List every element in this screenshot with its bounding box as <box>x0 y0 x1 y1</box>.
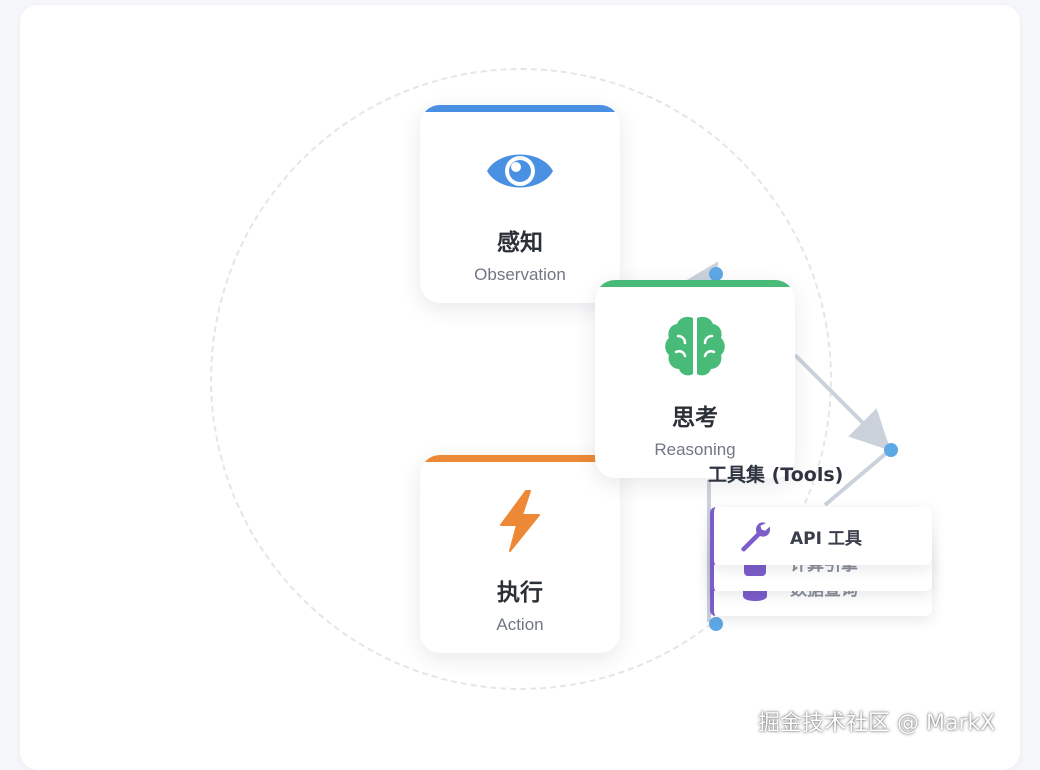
reasoning-card[interactable]: 思考 Reasoning <box>595 280 795 478</box>
cycle-ring <box>210 68 832 690</box>
card-accent-bar <box>595 280 795 287</box>
tool-item-api[interactable]: API 工具 <box>710 507 932 565</box>
brain-icon <box>595 310 795 382</box>
lightning-icon <box>420 485 620 557</box>
connector-reasoning-to-tools <box>793 353 891 451</box>
connector-node <box>709 267 723 281</box>
action-card[interactable]: 执行 Action <box>420 455 620 653</box>
tool-label: API 工具 <box>790 528 862 549</box>
connector-node <box>884 443 898 457</box>
wrench-icon <box>738 519 772 553</box>
observation-card[interactable]: 感知 Observation <box>420 105 620 303</box>
card-subtitle: Observation <box>474 265 566 284</box>
tools-title: 工具集 (Tools) <box>708 464 844 486</box>
card-title: 感知 <box>497 230 543 256</box>
watermark: 掘金技术社区 @ MarkX <box>758 711 996 736</box>
card-title: 执行 <box>497 580 543 606</box>
connector-tools-return <box>823 448 892 507</box>
card-accent-bar <box>420 105 620 112</box>
connector-node <box>709 617 723 631</box>
eye-icon <box>420 135 620 207</box>
card-accent-bar <box>420 455 620 462</box>
card-subtitle: Action <box>496 615 544 634</box>
card-subtitle: Reasoning <box>654 440 736 459</box>
card-title: 思考 <box>672 405 718 431</box>
